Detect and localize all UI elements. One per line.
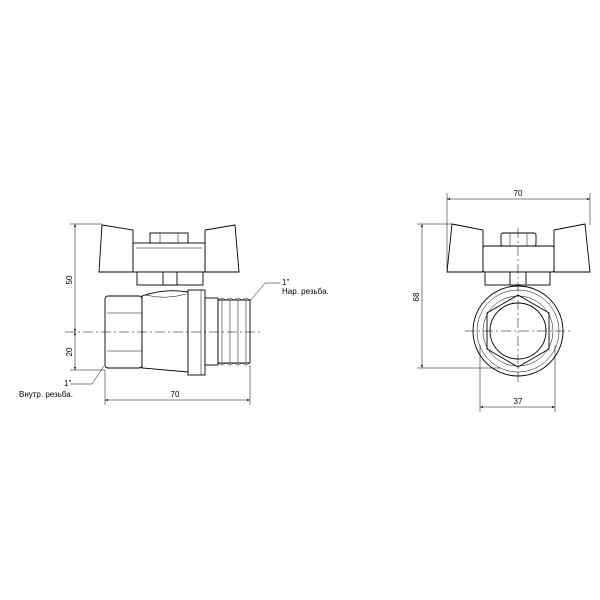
butterfly-handle: [98, 224, 240, 286]
dim-height-lower: 20: [65, 347, 74, 356]
dimensions-front: [417, 193, 591, 412]
male-thread: [217, 299, 251, 364]
male-thread-label: Нар. резьба.: [282, 287, 329, 296]
handle-nut: [500, 232, 537, 247]
side-view: 50 20 70 1" Внутр. резьба. 1" Нар. резьб…: [19, 223, 329, 405]
nipple-shoulder: [204, 297, 219, 366]
handle-nut: [149, 232, 189, 244]
dim-total-height: 68: [412, 292, 421, 301]
dimensions: [70, 223, 280, 405]
front-view: 70 68 37: [412, 189, 591, 412]
body-flange: [187, 289, 206, 376]
butterfly-handle-front: [446, 223, 591, 286]
male-thread-size: 1": [282, 278, 289, 287]
dim-body-width: 37: [514, 397, 523, 406]
female-thread-label: Внутр. резьба.: [19, 390, 73, 399]
dim-length: 70: [171, 390, 180, 399]
dim-handle-width: 70: [514, 189, 523, 198]
dim-height-upper: 50: [65, 275, 74, 284]
female-thread-size: 1": [64, 379, 71, 388]
valve-body: [104, 289, 251, 376]
